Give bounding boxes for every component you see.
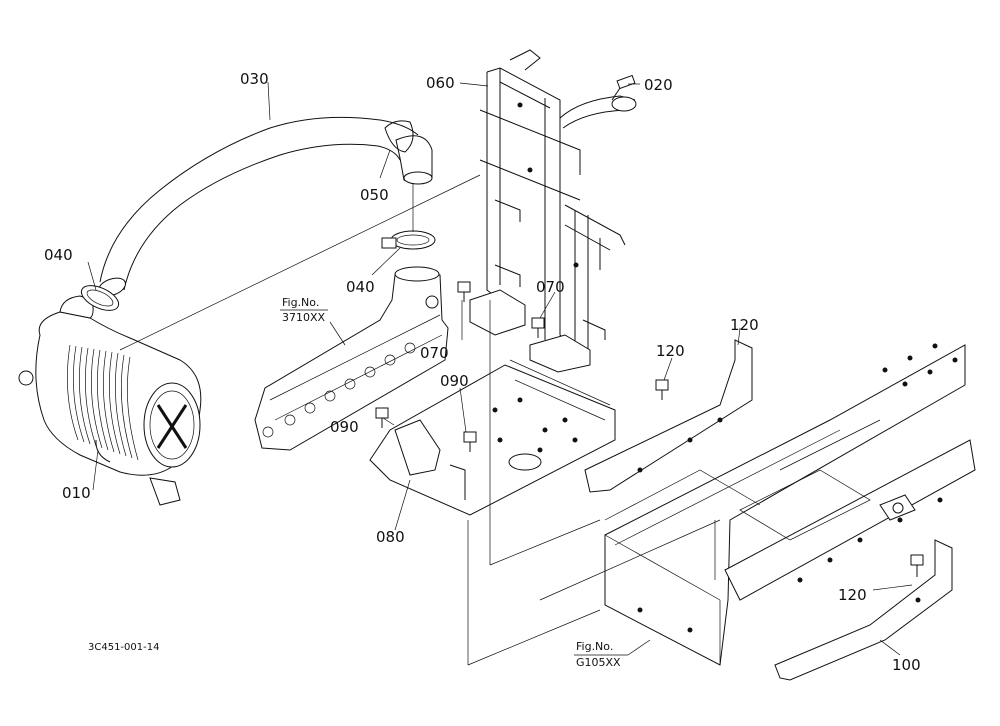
figure-ref-number: G105XX <box>576 656 621 669</box>
part-label-030: 030 <box>240 70 269 88</box>
part-label-100: 100 <box>892 656 921 674</box>
leader-lines <box>87 81 913 666</box>
figure-ref-label: Fig.No. <box>576 640 613 653</box>
part-label-020: 020 <box>644 76 673 94</box>
intake-manifold <box>254 266 449 451</box>
air-cleaner <box>18 295 202 506</box>
part-label-040-left: 040 <box>44 246 73 264</box>
figure-ref-label: Fig.No. <box>282 296 319 309</box>
main-frame <box>604 343 976 666</box>
drawing-code: 3C451-001-14 <box>88 642 159 653</box>
part-label-010: 010 <box>62 484 91 502</box>
part-label-090-left: 090 <box>330 418 359 436</box>
part-label-070-right: 070 <box>536 278 565 296</box>
hose-clamp-left <box>80 285 120 311</box>
part-label-120-top: 120 <box>656 342 685 360</box>
figure-ref-number: 3710XX <box>282 311 326 324</box>
hose-clamp-center <box>381 230 436 250</box>
part-label-110: 120 <box>730 316 759 334</box>
bracket-frame <box>469 49 637 373</box>
figure-ref-G105XX: Fig.No. G105XX <box>574 640 628 669</box>
bracket-100 <box>774 539 953 681</box>
part-label-040-center: 040 <box>346 278 375 296</box>
part-label-050: 050 <box>360 186 389 204</box>
part-label-120-bottom: 120 <box>838 586 867 604</box>
bolt-020 <box>611 74 636 101</box>
air-hose <box>98 116 433 297</box>
part-label-060: 060 <box>426 74 455 92</box>
small-bolts <box>375 281 924 577</box>
figure-ref-3710XX: Fig.No. 3710XX <box>280 296 328 324</box>
part-label-070-left: 070 <box>420 344 449 362</box>
part-label-080: 080 <box>376 528 405 546</box>
part-label-090-right: 090 <box>440 372 469 390</box>
part-labels: 030 060 020 050 040 040 070 120 070 120 … <box>44 70 921 674</box>
battery-plate <box>369 359 616 516</box>
cover-110 <box>584 339 753 493</box>
